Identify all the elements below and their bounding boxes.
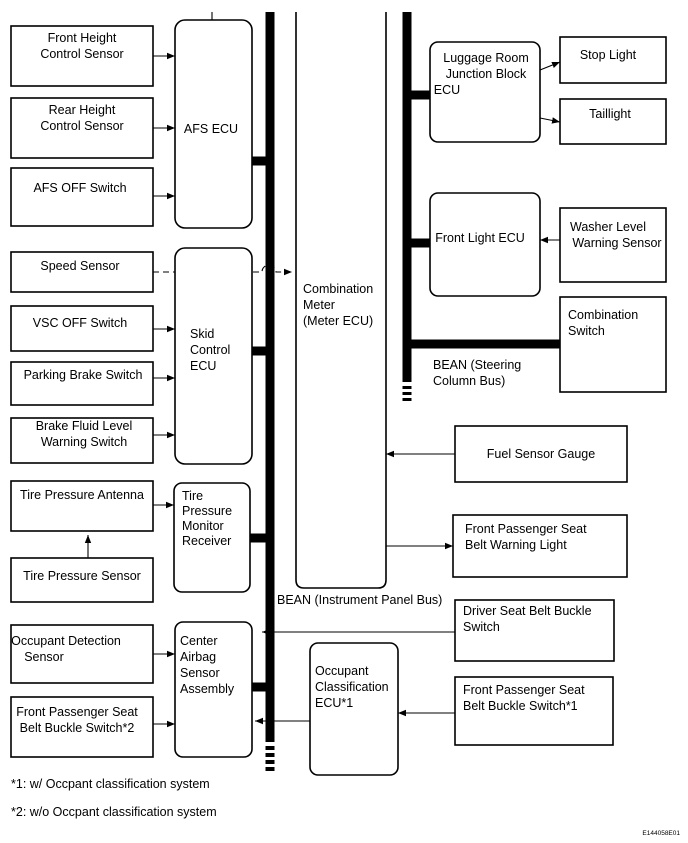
bean-instrument-panel-bus — [265, 12, 275, 771]
fuel-sensor-gauge: Fuel Sensor Gauge — [454, 425, 628, 483]
svg-text:AFS ECU: AFS ECU — [184, 122, 238, 136]
svg-text:VSC OFF Switch: VSC OFF Switch — [33, 316, 128, 330]
afs-ecu: AFS ECU — [174, 19, 253, 229]
svg-text:AFS OFF Switch: AFS OFF Switch — [33, 181, 126, 195]
stop-light: Stop Light — [559, 36, 667, 84]
tire-pressure-antenna: Tire Pressure Antenna — [10, 480, 154, 532]
front-light-ecu: Front Light ECU — [429, 192, 541, 297]
figure-code: E144058E01 — [642, 830, 680, 837]
afs-off-switch: AFS OFF Switch — [10, 167, 154, 227]
connection-wires — [84, 52, 561, 728]
svg-text:Fuel Sensor Gauge: Fuel Sensor Gauge — [487, 447, 595, 461]
footnote-1: *1: w/ Occpant classification system — [11, 777, 210, 791]
parking-brake-switch: Parking Brake Switch — [10, 361, 154, 406]
svg-text:Taillight: Taillight — [589, 107, 631, 121]
speed-sensor: Speed Sensor — [10, 251, 154, 293]
footnote-2: *2: w/o Occpant classification system — [11, 805, 217, 819]
bus-stubs — [211, 12, 560, 692]
taillight: Taillight — [559, 98, 667, 145]
tire-pressure-sensor: Tire Pressure Sensor — [10, 557, 154, 603]
svg-text:Stop Light: Stop Light — [580, 48, 637, 62]
svg-text:Front Light ECU: Front Light ECU — [435, 231, 525, 245]
svg-text:Tire Pressure Antenna: Tire Pressure Antenna — [20, 488, 144, 502]
svg-text:Tire Pressure Sensor: Tire Pressure Sensor — [23, 569, 141, 583]
bean-instrument-panel-bus-label: BEAN (Instrument Panel Bus) — [277, 593, 442, 607]
svg-text:Parking Brake Switch: Parking Brake Switch — [24, 368, 143, 382]
vsc-off-switch: VSC OFF Switch — [10, 305, 154, 352]
bean-steering-column-bus — [402, 12, 412, 401]
svg-text:Speed Sensor: Speed Sensor — [40, 259, 119, 273]
